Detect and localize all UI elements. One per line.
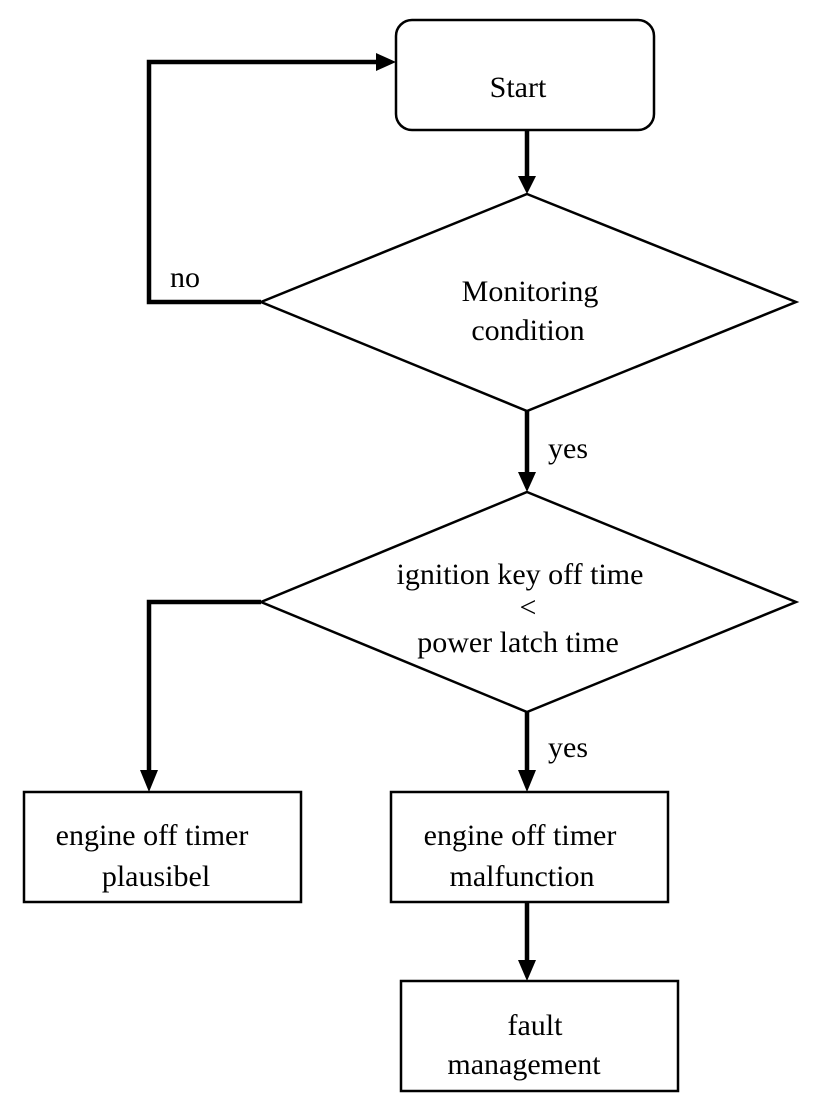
ignition-label-line3: power latch time bbox=[417, 626, 619, 659]
fault-label-line1: fault bbox=[508, 1009, 564, 1042]
start-label: Start bbox=[490, 71, 547, 104]
fault-label-line2: management bbox=[447, 1048, 601, 1081]
monitoring-condition-decision: Monitoring condition bbox=[257, 192, 800, 413]
arrow-ignition-to-malfunction: yes bbox=[518, 712, 588, 792]
fault-management-box: fault management bbox=[399, 979, 680, 1093]
arrow-ignition-to-plausible bbox=[140, 599, 261, 792]
malfunction-box: engine off timer malfunction bbox=[389, 790, 670, 904]
arrow-malfunction-to-fault bbox=[518, 902, 536, 981]
ignition-label-line1: ignition key off time bbox=[397, 558, 644, 591]
arrow-no-loop-to-start: no bbox=[146, 53, 396, 305]
plausible-label-line1: engine off timer bbox=[56, 819, 249, 852]
plausible-box: engine off timer plausibel bbox=[22, 790, 303, 904]
start-node: Start bbox=[394, 18, 656, 132]
yes-label-2: yes bbox=[548, 731, 588, 764]
monitoring-label-line2: condition bbox=[471, 314, 584, 347]
ignition-time-decision: ignition key off time < power latch time bbox=[257, 490, 800, 714]
yes-label-1: yes bbox=[548, 432, 588, 465]
plausible-label-line2: plausibel bbox=[102, 860, 210, 893]
ignition-label-line2: < bbox=[520, 591, 537, 624]
arrow-monitoring-to-ignition: yes bbox=[518, 411, 588, 492]
malfunction-label-line1: engine off timer bbox=[424, 819, 617, 852]
monitoring-label-line1: Monitoring bbox=[462, 275, 599, 308]
no-label: no bbox=[170, 261, 200, 294]
arrow-start-to-monitoring bbox=[518, 130, 536, 194]
malfunction-label-line2: malfunction bbox=[450, 860, 595, 893]
